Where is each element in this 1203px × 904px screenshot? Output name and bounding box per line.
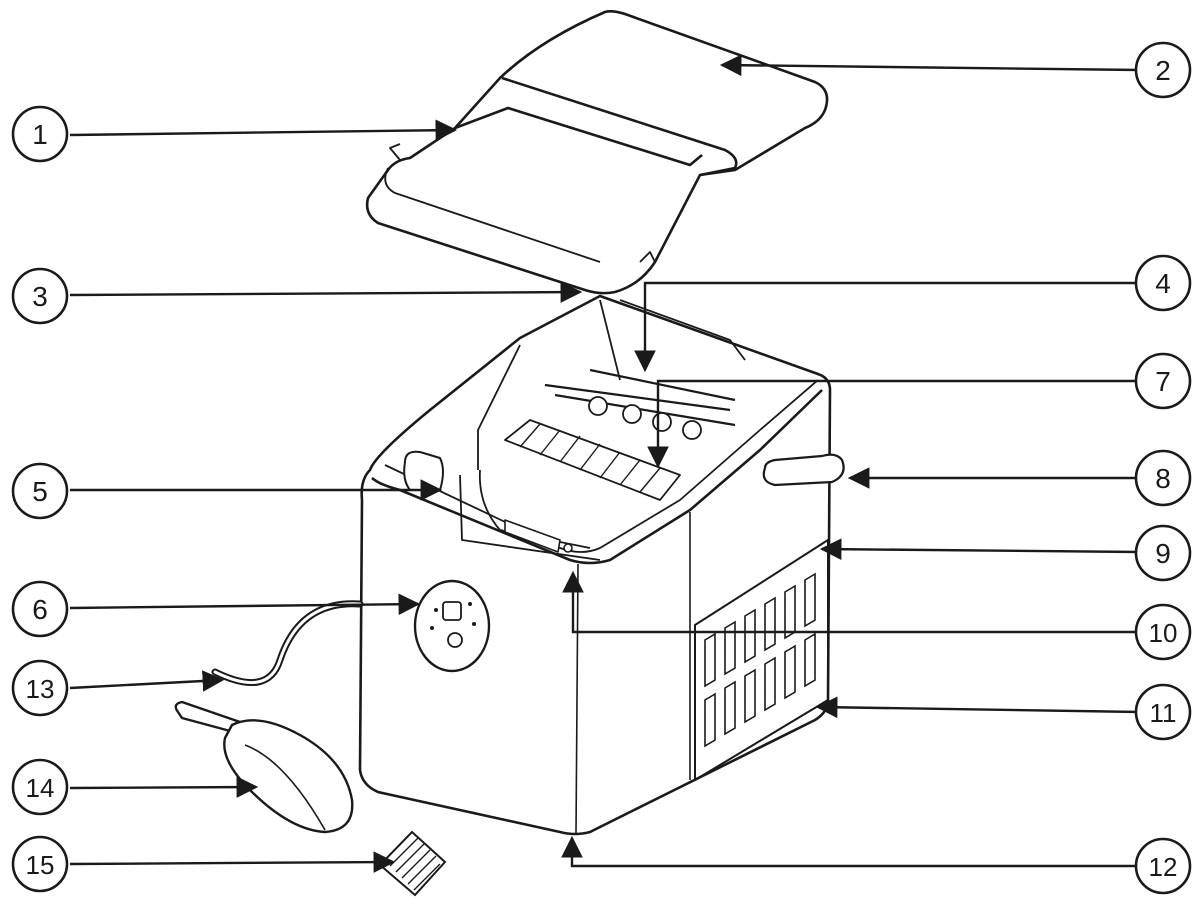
cleaning-pad xyxy=(378,830,447,897)
callout-6-number: 6 xyxy=(32,594,48,625)
callout-14: 14 xyxy=(11,758,69,816)
callout-11: 11 xyxy=(1134,683,1192,741)
callout-11-number: 11 xyxy=(1150,698,1177,728)
callout-15-number: 15 xyxy=(26,850,55,880)
callout-4-number: 4 xyxy=(1155,268,1171,299)
callout-2-number: 2 xyxy=(1155,55,1171,86)
callout-1-number: 1 xyxy=(32,119,48,150)
lid xyxy=(365,10,829,295)
callout-10: 10 xyxy=(1134,603,1192,661)
callout-3: 3 xyxy=(11,267,69,325)
callout-2: 2 xyxy=(1134,41,1192,99)
callout-1: 1 xyxy=(11,105,69,163)
callout-13-number: 13 xyxy=(26,674,55,704)
callout-9: 9 xyxy=(1134,524,1192,582)
callout-7-number: 7 xyxy=(1155,366,1171,397)
callout-7: 7 xyxy=(1134,352,1192,410)
callout-4: 4 xyxy=(1134,254,1192,312)
callout-15: 15 xyxy=(11,835,69,893)
callout-14-number: 14 xyxy=(26,773,55,803)
callout-8: 8 xyxy=(1134,449,1192,507)
callout-5: 5 xyxy=(11,462,69,520)
callout-8-number: 8 xyxy=(1155,463,1171,494)
callout-10-number: 10 xyxy=(1149,618,1178,648)
callout-5-number: 5 xyxy=(32,476,48,507)
ice-scoop xyxy=(174,700,354,834)
callout-12: 12 xyxy=(1134,837,1192,895)
callout-12-number: 12 xyxy=(1149,852,1178,882)
callout-9-number: 9 xyxy=(1155,538,1171,569)
callout-6: 6 xyxy=(11,580,69,638)
main-body xyxy=(358,294,845,836)
callout-3-number: 3 xyxy=(32,281,48,312)
callout-13: 13 xyxy=(11,659,69,717)
leader-lines xyxy=(69,54,1142,873)
